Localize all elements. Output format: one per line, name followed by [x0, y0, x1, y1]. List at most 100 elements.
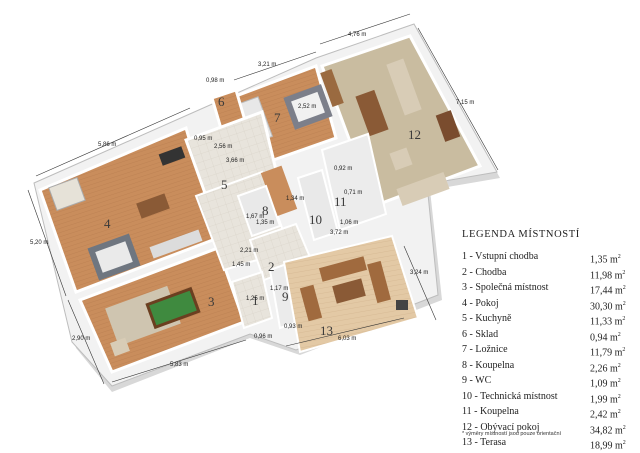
legend-area-unit: m [610, 254, 618, 266]
legend-area-exponent: 2 [617, 331, 621, 338]
room-numbers: 1 2 3 4 5 6 7 8 9 10 11 12 13 [104, 94, 421, 338]
legend-item: 10 - Technická místnost 1,99 m2 [462, 391, 634, 407]
legend-room-area: 11,33 m2 [590, 313, 634, 329]
legend-area-exponent: 2 [622, 424, 626, 431]
legend-area-value: 2,26 [590, 363, 608, 375]
room-number: 7 [274, 110, 281, 125]
table [136, 193, 170, 219]
dimension-label: 2,90 m [72, 336, 90, 342]
dimension-label: 1,67 m [246, 214, 264, 220]
room-10-technical [296, 168, 340, 242]
legend-area-unit: m [610, 331, 618, 343]
legend-item: 9 - WC 1,09 m2 [462, 375, 634, 391]
bed [48, 176, 86, 212]
legend-room-area: 0,94 m2 [590, 329, 634, 345]
legend-room-area: 2,42 m2 [590, 406, 634, 422]
legend-room-name: 10 - Technická místnost [462, 390, 558, 402]
dimension-label: 7,15 m [456, 100, 474, 106]
room-number: 3 [208, 294, 215, 309]
room-number: 10 [309, 212, 322, 227]
room-number: 11 [334, 194, 347, 209]
legend-area-exponent: 2 [622, 440, 626, 447]
legend-area-unit: m [615, 440, 623, 452]
lounge-sofa [367, 260, 391, 304]
legend-room-name: 7 - Ložnice [462, 344, 508, 356]
dimension-label: 5,86 m [98, 142, 116, 148]
legend-area-unit: m [614, 316, 623, 328]
legend-area-value: 11,33 [590, 316, 613, 328]
dimension-label: 5,83 m [170, 362, 188, 368]
dimension-lines [27, 13, 499, 385]
legend-area-exponent: 2 [617, 409, 621, 416]
dimension-label: 0,98 m [206, 78, 224, 84]
dimension-label: 1,17 m [270, 286, 288, 292]
dining-table [355, 89, 389, 137]
legend-room-area: 11,79 m2 [590, 344, 634, 360]
armchair [389, 147, 413, 171]
legend-area-unit: m [610, 409, 618, 421]
legend-area-exponent: 2 [617, 378, 621, 385]
legend-area-unit: m [610, 378, 618, 390]
legend-room-area: 2,26 m2 [590, 360, 634, 376]
legend-room-area: 1,09 m2 [590, 375, 634, 391]
dimension-label: 3,66 m [226, 158, 244, 164]
legend-room-name: 11 - Koupelna [462, 406, 519, 418]
legend-area-value: 18,99 [590, 440, 613, 452]
legend-area-value: 11,98 [590, 269, 613, 281]
room-1-entrance [230, 270, 274, 330]
dimension-label: 3,24 m [410, 270, 428, 276]
legend-area-value: 30,30 [590, 300, 613, 312]
legend-area-unit: m [614, 269, 623, 281]
legend-room-area: 1,99 m2 [590, 391, 634, 407]
dimension-label: 1,25 m [246, 296, 264, 302]
pool-table [145, 286, 201, 330]
legend-room-name: 9 - WC [462, 375, 492, 387]
room-11-bathroom [320, 132, 388, 232]
dimension-label: 1,34 m [286, 196, 304, 202]
dimension-label: 4,76 m [348, 32, 366, 38]
dimension-label: 6,03 m [338, 336, 356, 342]
dimension-label: 3,21 m [258, 62, 276, 68]
room-number: 13 [320, 323, 333, 338]
room-number: 2 [268, 259, 275, 274]
dimension-label: 0,95 m [194, 136, 212, 142]
legend-area-value: 11,79 [590, 347, 613, 359]
legend-area-exponent: 2 [617, 254, 621, 260]
coffee-table [332, 278, 366, 304]
legend-area-unit: m [615, 300, 623, 312]
legend-room-name: 8 - Koupelna [462, 359, 515, 371]
sofa [386, 58, 422, 116]
legend-area-value: 1,99 [590, 394, 608, 406]
dimension-label: 5,20 m [30, 240, 48, 246]
footnote: * výměry místností jsou pouze orientační [462, 431, 562, 437]
legend-room-name: 12 - Obývací pokoj [462, 421, 540, 433]
dimension-label: 2,52 m [298, 104, 316, 110]
legend-area-exponent: 2 [622, 316, 626, 323]
legend-area-value: 17,44 [590, 285, 613, 297]
legend-room-name: 3 - Společná místnost [462, 282, 549, 294]
shelf [320, 69, 344, 107]
grill [396, 300, 408, 310]
tv-cabinet [158, 146, 186, 166]
room-number: 6 [218, 94, 225, 109]
legend-area-unit: m [610, 394, 618, 406]
legend-item: 11 - Koupelna 2,42 m2 [462, 406, 634, 422]
room-8-bathroom [236, 184, 282, 238]
room-number: 4 [104, 216, 111, 231]
legend-area-exponent: 2 [617, 393, 621, 400]
legend-area-value: 0,94 [590, 331, 608, 343]
legend-area-value: 1,35 [590, 254, 608, 266]
legend-room-area: 1,35 m2 [590, 251, 634, 267]
dimension-label: 1,45 m [232, 262, 250, 268]
dimension-label: 3,72 m [330, 230, 348, 236]
